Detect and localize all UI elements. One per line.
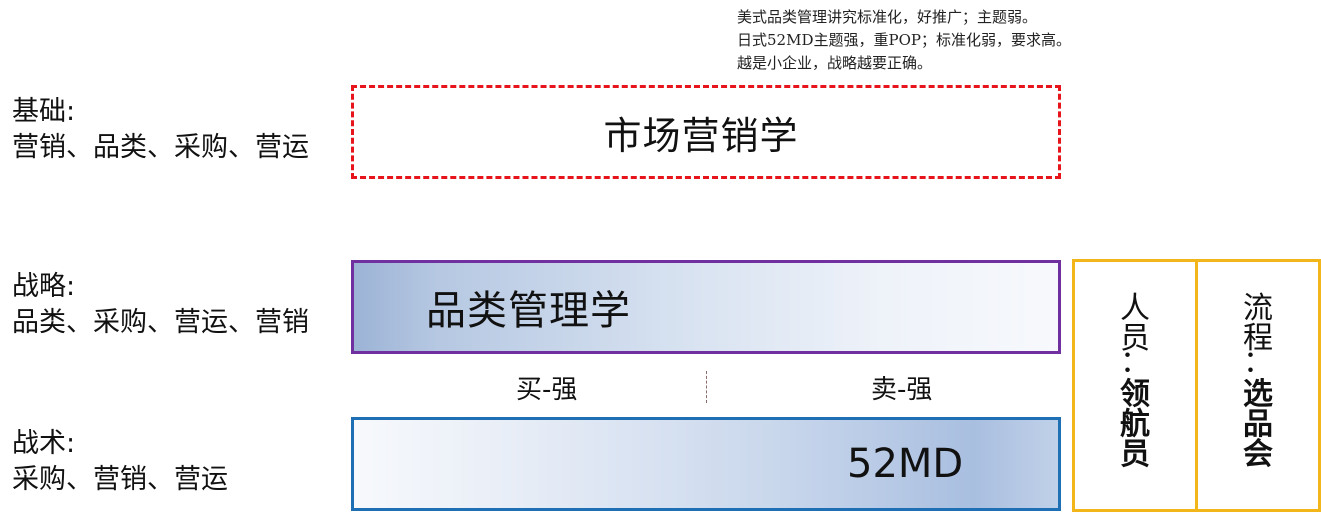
process-bold-char: 品 [1243, 407, 1273, 442]
tactics-label: 战术: 采购、营销、营运 [12, 426, 228, 498]
tactic-title: 52MD [847, 441, 964, 487]
market-title: 市场营销学 [603, 113, 799, 158]
sell-strong-label: 卖-强 [871, 375, 933, 405]
process-char: 程 [1243, 321, 1273, 356]
strength-divider [706, 371, 707, 403]
category-title: 品类管理学 [426, 288, 631, 334]
process-bold-char: 会 [1243, 437, 1273, 472]
strategy-label: 战略: 品类、采购、营运、营销 [12, 269, 309, 341]
category-box: 品类管理学 [351, 260, 1061, 354]
process-bold-char: 选 [1243, 377, 1273, 412]
process-char: 流 [1243, 291, 1273, 326]
process-colon: ： [1243, 345, 1273, 380]
tactics-head: 战术: [12, 428, 76, 459]
foundation-label: 基础: 营销、品类、采购、营运 [12, 94, 309, 166]
foundation-head: 基础: [12, 96, 76, 127]
buy-strong-label: 买-强 [516, 375, 578, 405]
people-char: 员 [1120, 321, 1150, 356]
people-bold-char: 员 [1120, 437, 1150, 472]
note-line-1: 美式品类管理讲究标准化，好推广；主题弱。 [737, 8, 1038, 26]
tactic-box: 52MD [351, 417, 1061, 511]
process-column: 流 程 ： 选 品 会 [1195, 259, 1321, 512]
people-bold-char: 领 [1120, 377, 1150, 412]
tactics-items: 采购、营销、营运 [12, 464, 228, 495]
people-char: 人 [1120, 291, 1150, 326]
note-line-2: 日式52MD主题强，重POP；标准化弱，要求高。 [737, 31, 1071, 49]
process-vertical-text: 流 程 ： 选 品 会 [1198, 294, 1318, 470]
note-line-3: 越是小企业，战略越要正确。 [737, 54, 933, 72]
note-block: 美式品类管理讲究标准化，好推广；主题弱。 日式52MD主题强，重POP；标准化弱… [737, 6, 1071, 75]
strategy-items: 品类、采购、营运、营销 [12, 307, 309, 338]
strategy-head: 战略: [12, 271, 76, 302]
people-vertical-text: 人 员 ： 领 航 员 [1075, 294, 1195, 470]
people-colon: ： [1120, 345, 1150, 380]
foundation-items: 营销、品类、采购、营运 [12, 132, 309, 163]
market-box: 市场营销学 [351, 85, 1061, 179]
people-bold-char: 航 [1120, 407, 1150, 442]
people-column: 人 员 ： 领 航 员 [1072, 259, 1198, 512]
